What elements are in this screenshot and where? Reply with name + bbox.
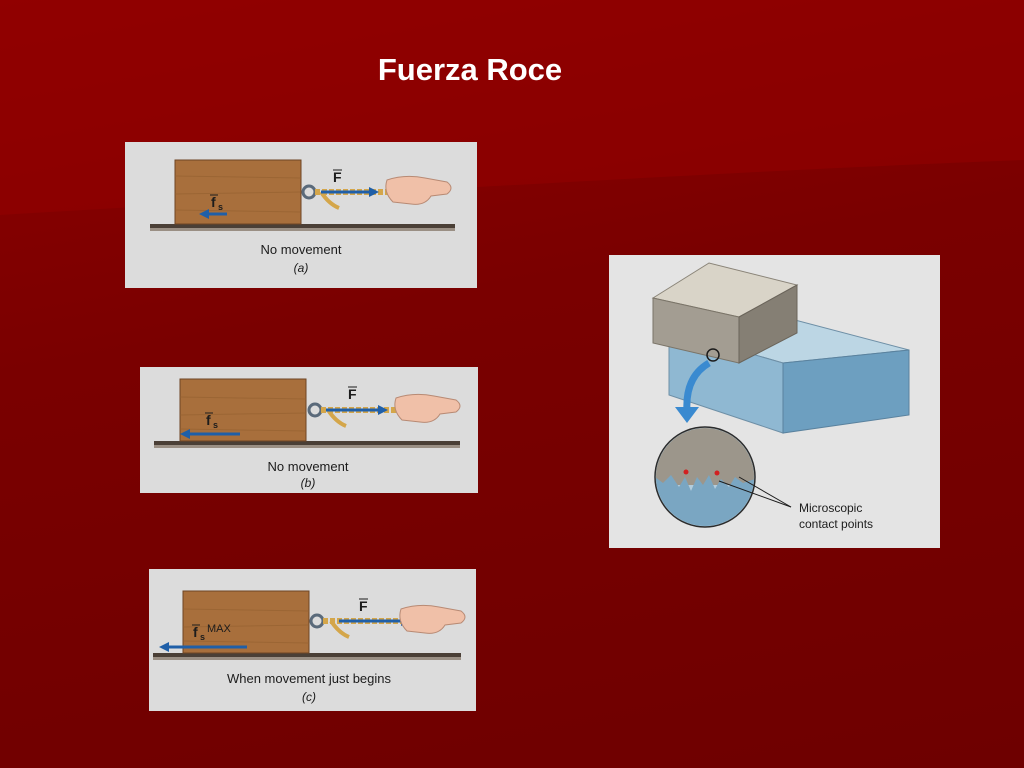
ground-line [153,653,461,657]
microscopic-contact-panel: Microscopic contact points [609,255,940,548]
callout-line-1: Microscopic [799,501,862,515]
magnify-marker [706,348,720,362]
panel-sublabel: (b) [301,476,316,490]
ground-shadow [154,445,460,448]
friction-panel-c: F f s MAX When movement just begins (c) [149,569,476,711]
zoom-arrow [683,359,711,412]
hook-ring [307,402,323,418]
panel-caption: No movement [261,242,342,257]
ground-line [154,441,460,445]
friction-subscript: s [213,420,218,430]
hook-ring [309,613,325,629]
friction-subscript: s [200,632,205,642]
hook-ring [301,184,317,200]
hand-icon [394,393,461,423]
force-vector-label: F [348,386,357,402]
wooden-block [179,378,307,442]
panel-c-illustration: F f s MAX When movement just begins (c) [153,590,466,704]
ground-line [150,224,455,228]
friction-max-superscript: MAX [207,623,232,635]
panel-caption: No movement [268,459,349,474]
friction-vector-label: f [193,624,198,640]
friction-subscript: s [218,202,223,212]
grey-block-side [738,284,798,364]
callout-line-2: contact points [799,517,873,531]
contact-point-2 [714,470,720,476]
hand-icon [399,604,466,634]
panel-sublabel: (a) [294,261,309,275]
blue-slab-side [782,349,910,434]
friction-panel-b: F f s No movement (b) [140,367,478,493]
panel-b-illustration: F f s No movement (b) [154,378,461,490]
ground-shadow [150,228,455,231]
panel-a-illustration: F f s No movement (a) [150,159,455,275]
contact-point-1 [683,469,689,475]
force-vector-label: F [359,598,368,614]
hand-icon [385,175,452,205]
panel-caption: When movement just begins [227,671,392,686]
friction-vector-label: f [211,194,216,210]
ground-shadow [153,657,461,660]
friction-vector-label: f [206,412,211,428]
wooden-block [182,590,310,654]
microscopic-illustration: Microscopic contact points [651,262,910,531]
panel-sublabel: (c) [302,690,316,704]
force-vector-label: F [333,169,342,185]
friction-panel-a: F f s No movement (a) [125,142,477,288]
slide-title: Fuerza Roce [377,52,563,87]
